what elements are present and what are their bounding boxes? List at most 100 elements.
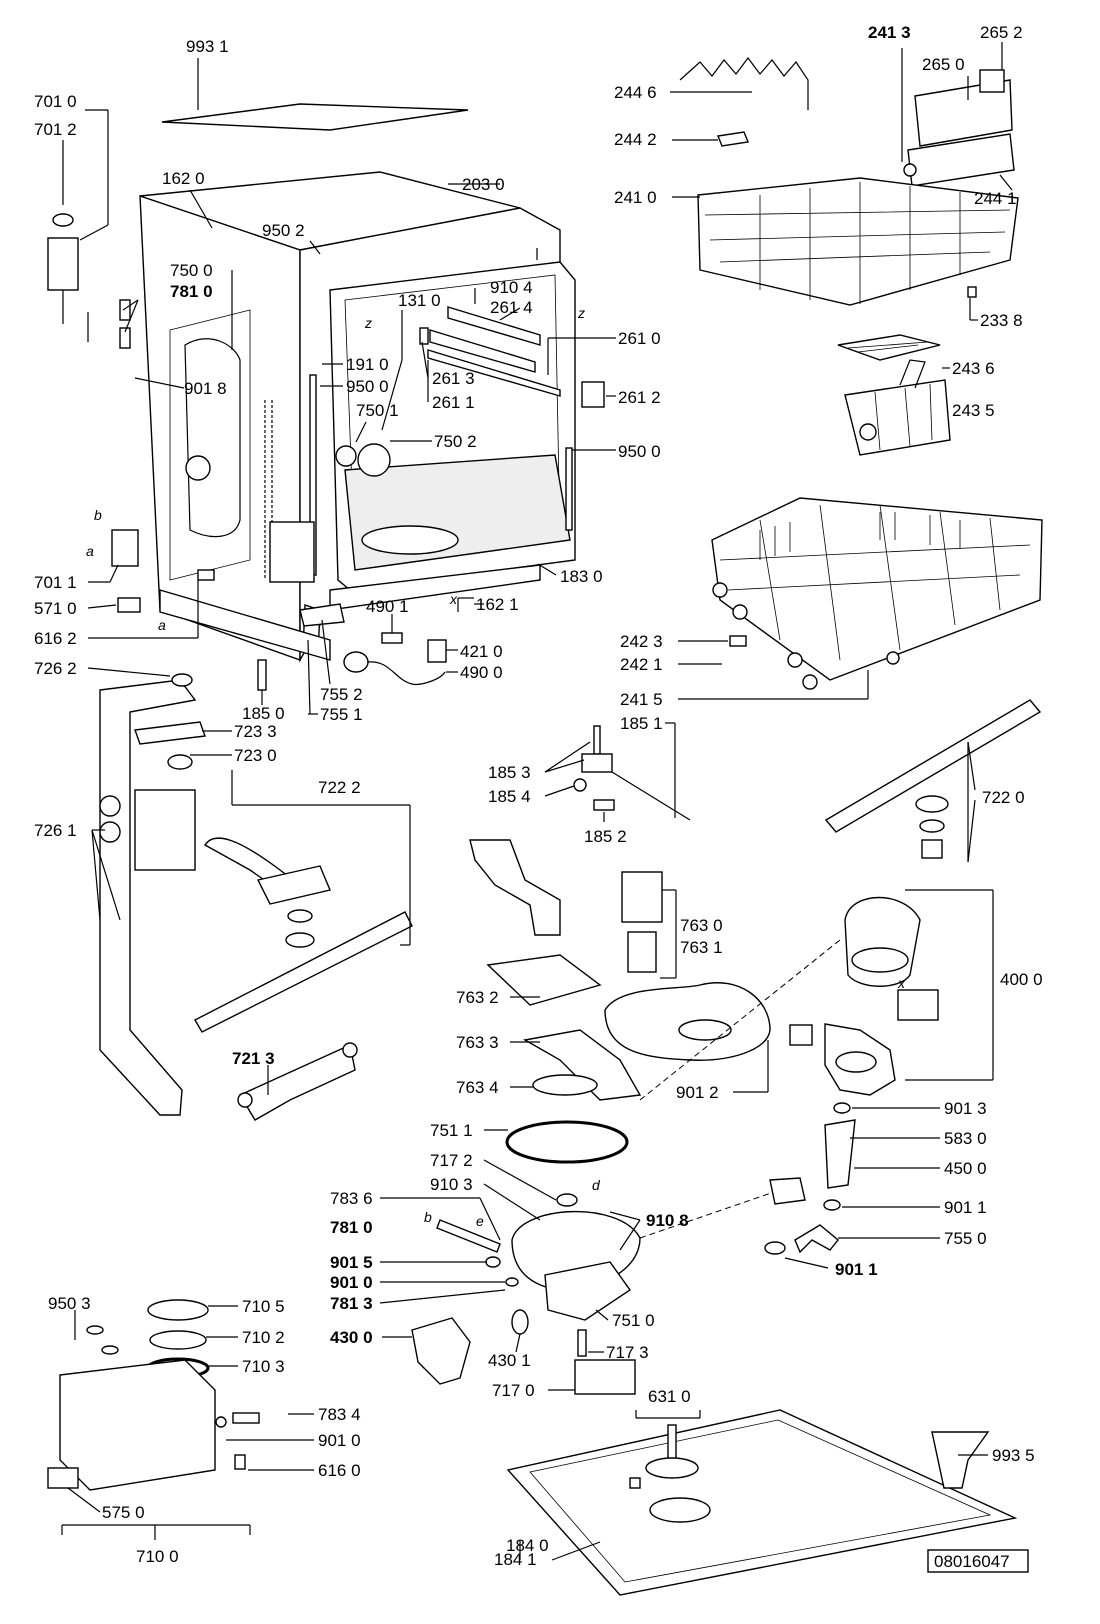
letter-x-2: x xyxy=(897,975,906,991)
top-strip-part xyxy=(161,103,469,131)
label-901-2: 901 2 xyxy=(676,1083,719,1102)
label-701-2: 701 2 xyxy=(34,120,77,139)
clip-242-3 xyxy=(729,635,747,647)
bracket-701-1 xyxy=(111,529,139,567)
label-901-8: 901 8 xyxy=(184,379,227,398)
label-631-0: 631 0 xyxy=(648,1387,691,1406)
label-710-0: 710 0 xyxy=(136,1547,179,1566)
cap-265-2 xyxy=(979,69,1005,93)
label-421-0: 421 0 xyxy=(460,642,503,661)
letter-a-1: a xyxy=(86,543,94,559)
cabinet-assembly xyxy=(47,103,605,691)
spray-collector-721-3 xyxy=(238,1043,356,1121)
filter-plate-763-3 xyxy=(522,1029,642,1101)
upper-basket-241-0 xyxy=(697,177,1019,306)
label-261-0: 261 0 xyxy=(618,329,661,348)
label-755-0: 755 0 xyxy=(944,1229,987,1248)
letter-z-1: z xyxy=(364,315,372,331)
label-901-0-b: 901 0 xyxy=(318,1431,361,1450)
softener-710-0 xyxy=(59,1359,216,1491)
label-750-2: 750 2 xyxy=(434,432,477,451)
screw-185-0 xyxy=(257,659,267,691)
seal-763-4 xyxy=(532,1074,598,1096)
label-901-5: 901 5 xyxy=(330,1253,373,1272)
label-183-0: 183 0 xyxy=(560,567,603,586)
label-710-3: 710 3 xyxy=(242,1357,285,1376)
ring-901-0-b xyxy=(215,1416,227,1428)
sump-assembly xyxy=(436,839,841,1321)
label-763-1: 763 1 xyxy=(680,938,723,957)
label-763-0: 763 0 xyxy=(680,916,723,935)
label-243-6: 243 6 xyxy=(952,359,995,378)
label-244-1: 244 1 xyxy=(974,189,1017,208)
coarse-filter-763-1 xyxy=(604,982,771,1061)
lower-rack-assembly xyxy=(711,497,1043,690)
microswitch-490-0 xyxy=(343,651,369,673)
basket-lid-243-6 xyxy=(837,334,941,361)
rail-261-0 xyxy=(429,329,536,373)
valve-cap-701-2 xyxy=(52,213,74,227)
label-910-8: 910 8 xyxy=(646,1211,689,1230)
label-400-0: 400 0 xyxy=(1000,970,1043,989)
supply-pipe-assembly xyxy=(99,673,206,1116)
label-265-0: 265 0 xyxy=(922,55,965,74)
label-243-5: 243 5 xyxy=(952,401,995,420)
clamp-901-1-b xyxy=(764,1241,786,1255)
cap-710-5 xyxy=(147,1299,209,1321)
base-tray-assembly xyxy=(506,1409,1018,1596)
cutlery-basket-243-5 xyxy=(844,379,951,456)
funnel-993-5 xyxy=(931,1431,990,1489)
letter-x-1: x xyxy=(449,591,458,607)
spring-781-3 xyxy=(505,1277,519,1287)
spring-781-0 xyxy=(119,299,131,321)
fitting-571-0 xyxy=(117,597,141,613)
label-430-1: 430 1 xyxy=(488,1351,531,1370)
label-722-2: 722 2 xyxy=(318,778,361,797)
filter-tube xyxy=(469,839,561,936)
label-616-0: 616 0 xyxy=(318,1461,361,1480)
label-244-2: 244 2 xyxy=(614,130,657,149)
label-233-8: 233 8 xyxy=(980,311,1023,330)
label-450-0: 450 0 xyxy=(944,1159,987,1178)
leader-lines xyxy=(61,42,1013,1561)
label-901-1-b: 901 1 xyxy=(835,1260,878,1279)
label-783-4: 783 4 xyxy=(318,1405,361,1424)
label-244-6: 244 6 xyxy=(614,83,657,102)
label-616-2: 616 2 xyxy=(34,629,77,648)
label-261-3: 261 3 xyxy=(432,369,475,388)
micro-filter-763-0 xyxy=(621,871,663,923)
drain-pump-430-0 xyxy=(411,1317,471,1385)
label-184-1: 184 1 xyxy=(494,1550,537,1569)
clamp-901-1 xyxy=(823,1199,841,1211)
label-242-1: 242 1 xyxy=(620,655,663,674)
ring-710-2 xyxy=(149,1330,207,1350)
document-number: 08016047 xyxy=(927,1549,1029,1573)
label-723-3: 723 3 xyxy=(234,722,277,741)
link-755-2 xyxy=(299,603,345,627)
label-185-4: 185 4 xyxy=(488,787,531,806)
label-261-4: 261 4 xyxy=(490,298,533,317)
spray-arm-hub xyxy=(921,839,943,859)
label-755-1: 755 1 xyxy=(320,705,363,724)
pump-capacitor xyxy=(897,989,939,1021)
label-723-0: 723 0 xyxy=(234,746,277,765)
label-750-1: 750 1 xyxy=(356,401,399,420)
nut-185-4 xyxy=(573,778,587,792)
rail-end-261-2 xyxy=(581,381,605,408)
label-575-0: 575 0 xyxy=(102,1503,145,1522)
label-763-3: 763 3 xyxy=(456,1033,499,1052)
label-710-2: 710 2 xyxy=(242,1328,285,1347)
cabinet-side-panel xyxy=(139,195,301,661)
sensor-screw xyxy=(593,725,601,755)
label-710-5: 710 5 xyxy=(242,1297,285,1316)
holder-616-2 xyxy=(197,569,215,581)
letter-e-1: e xyxy=(476,1213,484,1229)
part-labels: 993 1 701 0 701 2 162 0 203 0 950 2 750 … xyxy=(34,23,1043,1569)
gasket-751-1 xyxy=(505,1120,629,1164)
label-583-0: 583 0 xyxy=(944,1129,987,1148)
wash-pump-assembly xyxy=(764,896,939,1255)
letter-b-1: b xyxy=(94,507,102,523)
label-751-1: 751 1 xyxy=(430,1121,473,1140)
label-261-1: 261 1 xyxy=(432,393,475,412)
label-241-3: 241 3 xyxy=(868,23,911,42)
